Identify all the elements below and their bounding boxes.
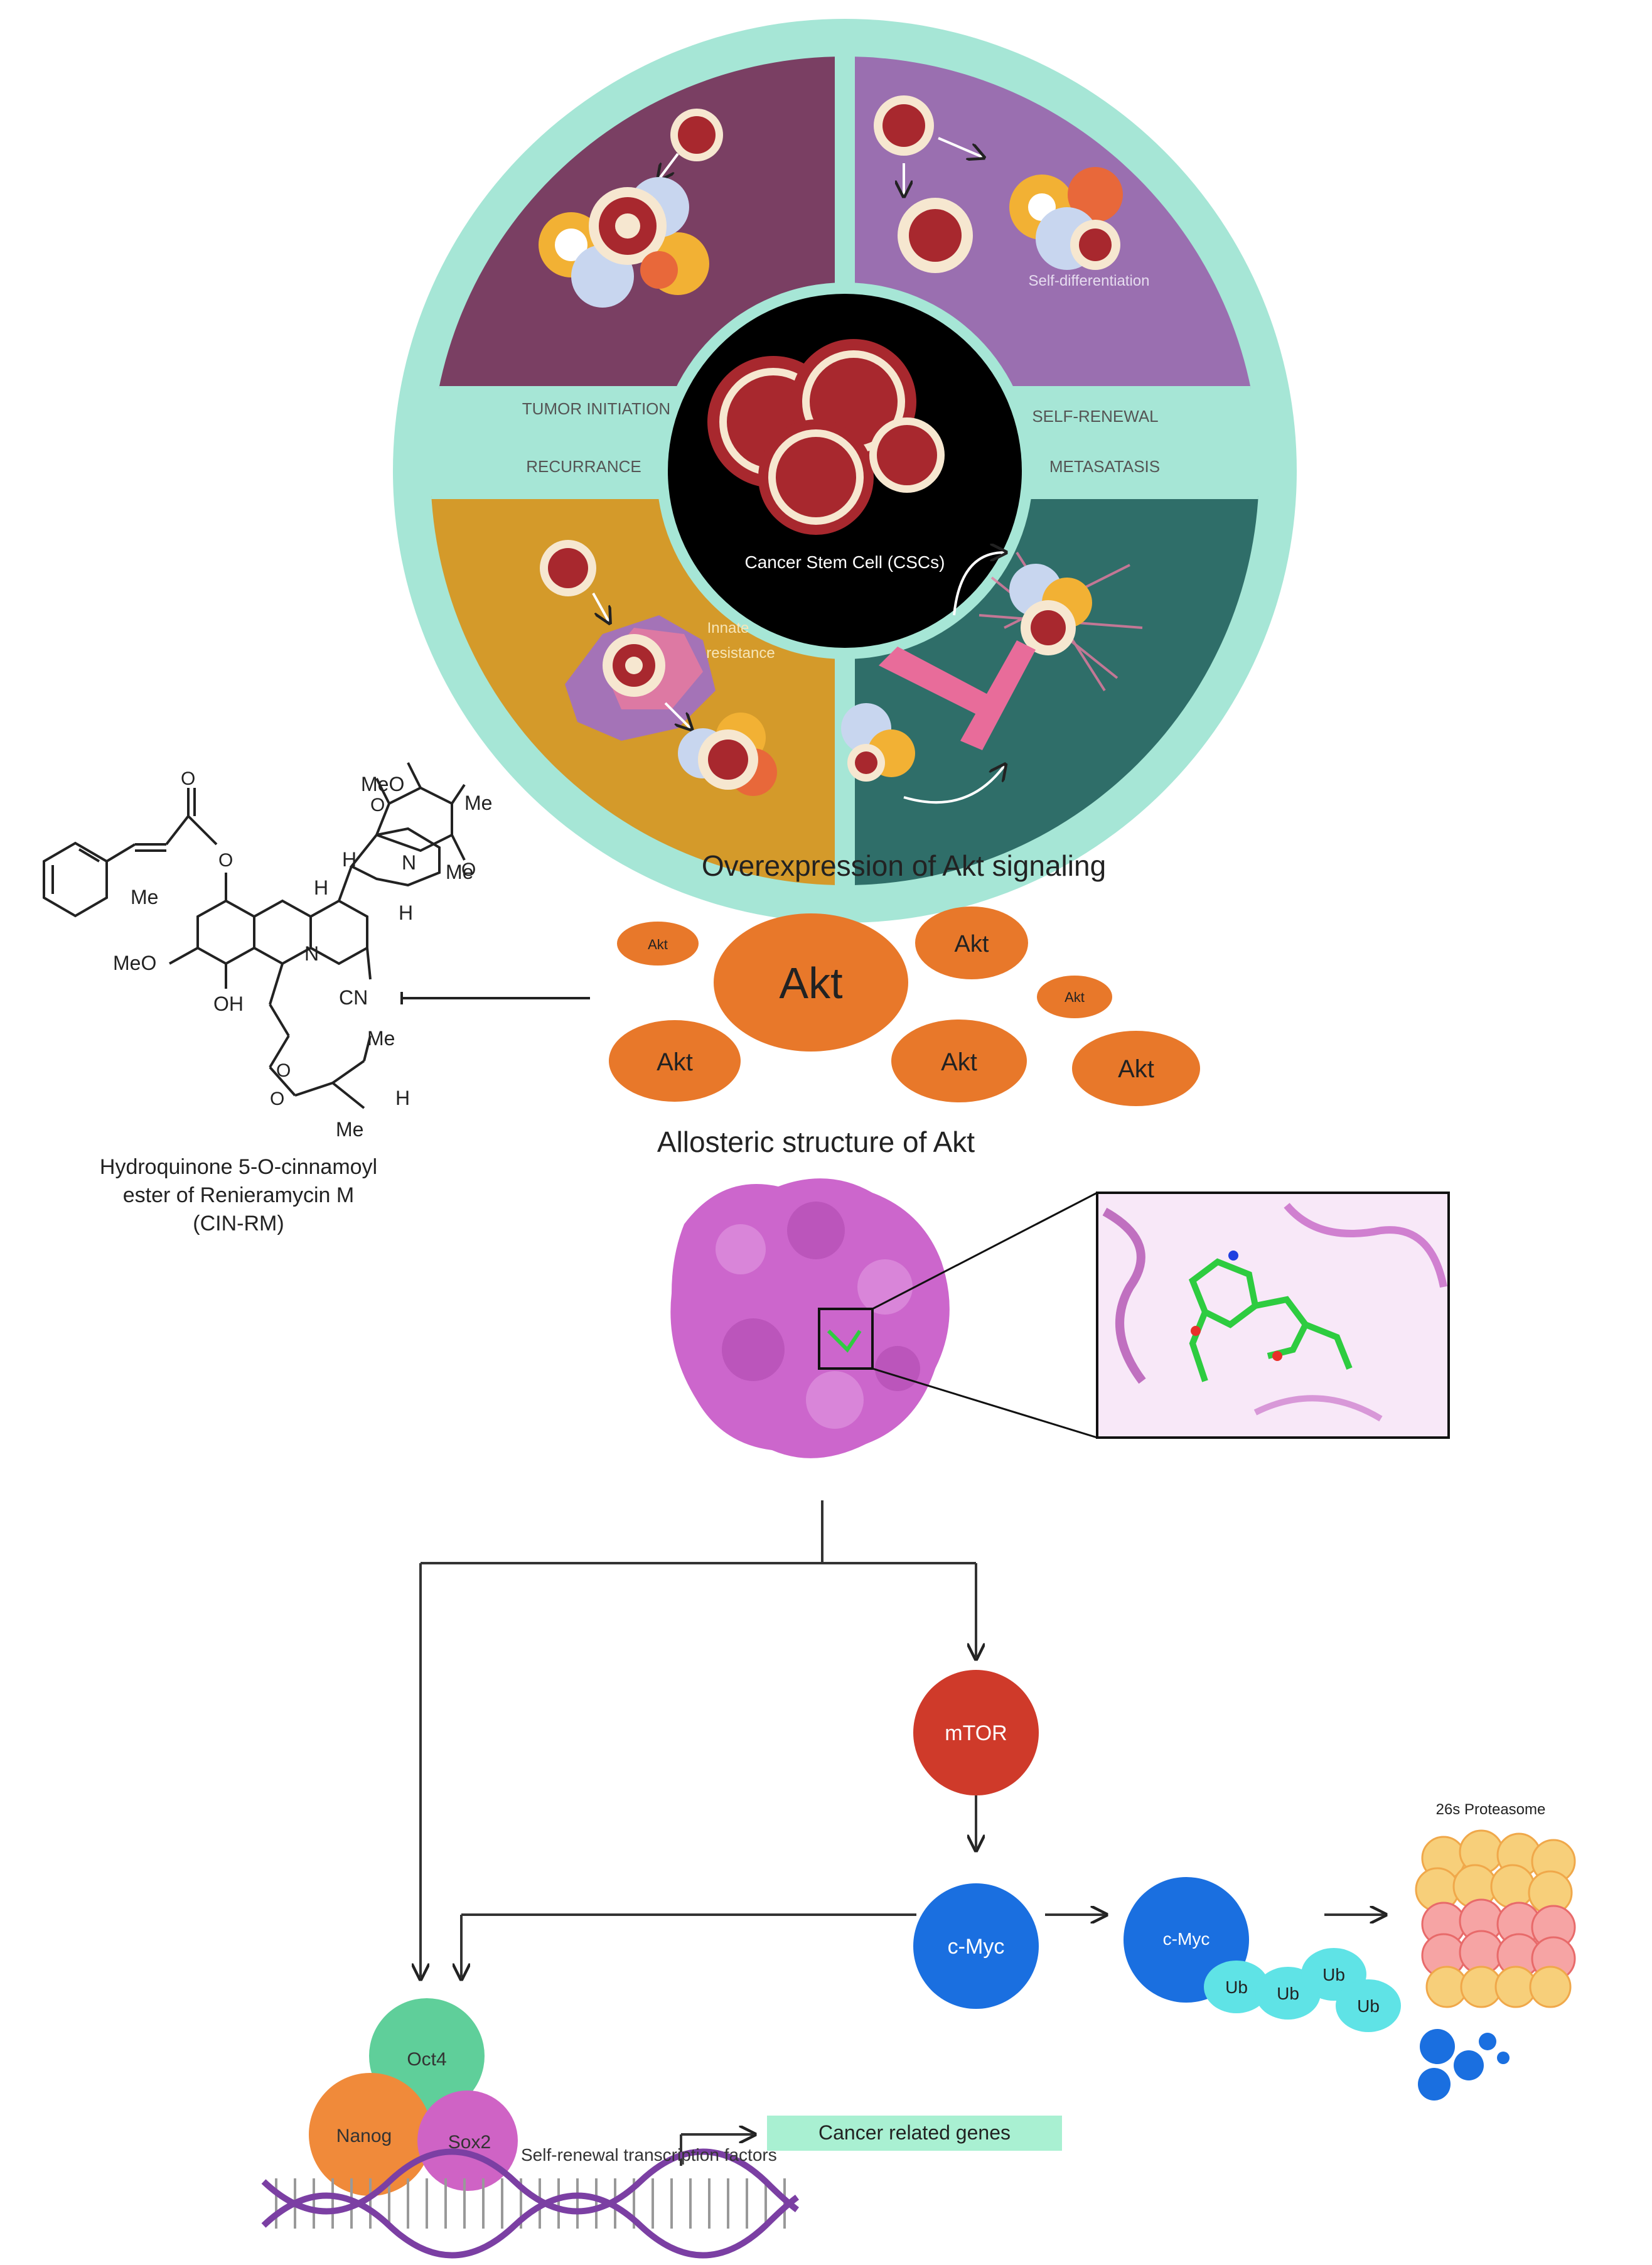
innate-label-1: Innate <box>707 620 749 637</box>
atom-label: O <box>181 768 195 789</box>
proteasome-label: 26s Proteasome <box>1436 1801 1546 1818</box>
akt-nodes: Akt Akt Akt Akt Akt Akt Akt <box>609 907 1200 1106</box>
akt-overexpression-title: Overexpression of Akt signaling <box>702 849 1106 882</box>
atom-label: N <box>402 851 416 874</box>
akt-node-label: Akt <box>941 1048 977 1076</box>
atom-label: N <box>304 942 319 965</box>
ub-label: Ub <box>1322 1965 1345 1984</box>
akt-node <box>891 1020 1027 1102</box>
akt-node-label: Akt <box>1118 1055 1154 1083</box>
ubiquitin-chain: Ub Ub Ub Ub <box>1204 1948 1401 2032</box>
ub-node <box>1204 1961 1269 2013</box>
proteasome-illustration <box>1415 1829 1576 2101</box>
akt-node <box>1072 1031 1200 1106</box>
atom-label: H <box>314 876 328 899</box>
allosteric-title: Allosteric structure of Akt <box>657 1126 975 1158</box>
akt-node-label: Akt <box>955 931 989 957</box>
nanog-node <box>309 2073 432 2196</box>
pathway-connectors <box>421 1500 1384 2166</box>
tumor-initiation-illustration <box>539 109 723 308</box>
metastasis-illustration <box>841 552 1143 804</box>
atom-label: H <box>399 901 413 924</box>
atom-label: MeO <box>361 773 404 795</box>
atom-label: OH <box>213 993 244 1015</box>
label-self-renewal: SELF-RENEWAL <box>1032 407 1158 426</box>
self-renewal-illustration <box>874 95 1123 273</box>
cmyc-label: c-Myc <box>948 1935 1005 1959</box>
compound-name-2: ester of Renieramycin M <box>123 1183 354 1207</box>
cancer-genes-label: Cancer related genes <box>818 2121 1011 2144</box>
atom-label: Me <box>464 792 492 814</box>
compound-atom-labels: MeO Me Me Me MeO OH CN N N H H H Me H Me… <box>113 768 492 1141</box>
atom-label: Me <box>446 861 473 883</box>
akt-node-label: Akt <box>648 937 668 952</box>
akt-node <box>617 922 699 966</box>
akt-node <box>1037 976 1112 1018</box>
ub-node <box>1336 1979 1401 2032</box>
label-metastasis: METASATASIS <box>1049 457 1160 476</box>
cin-rm-structure <box>43 762 590 1109</box>
atom-label: O <box>370 795 385 815</box>
atom-label: O <box>218 850 233 871</box>
atom-label: H <box>342 848 357 871</box>
ub-label: Ub <box>1225 1977 1248 1997</box>
self-renewal-tf-label: Self-renewal transcription factors <box>521 2145 777 2165</box>
cancer-genes-box <box>767 2116 1062 2151</box>
label-recurrance: RECURRANCE <box>526 457 641 476</box>
center-label: Cancer Stem Cell (CSCs) <box>745 552 945 572</box>
compound-name-1: Hydroquinone 5-O-cinnamoyl <box>100 1155 377 1179</box>
akt-node <box>714 913 908 1052</box>
csc-wheel: Cancer Stem Cell (CSCs) TUMOR INITIATION… <box>393 19 1297 923</box>
binding-site-box <box>818 1308 874 1370</box>
self-differentiation-label: Self-differentiation <box>1028 272 1149 289</box>
mtor-label: mTOR <box>945 1721 1007 1745</box>
atom-label: Me <box>131 886 158 908</box>
atom-label: Me <box>367 1027 395 1050</box>
akt-protein-surface <box>670 1178 950 1458</box>
ub-label: Ub <box>1277 1984 1299 2003</box>
cmyc-ub-label: c-Myc <box>1163 1929 1210 1949</box>
cmyc-node <box>913 1883 1039 2009</box>
atom-label: H <box>395 1087 410 1109</box>
dna-helix <box>261 2148 800 2259</box>
mtor-node <box>913 1670 1039 1795</box>
ub-label: Ub <box>1357 1996 1380 2016</box>
innate-label-2: resistance <box>706 645 775 662</box>
label-tumor-initiation: TUMOR INITIATION <box>522 399 670 418</box>
atom-label: O <box>276 1060 291 1081</box>
binding-site-zoom <box>1096 1192 1450 1439</box>
oct4-label: Oct4 <box>407 2049 446 2070</box>
atom-label: O <box>270 1089 284 1109</box>
nanog-label: Nanog <box>336 2126 392 2146</box>
akt-node <box>915 907 1028 979</box>
transcription-factor-complex: Oct4 Nanog Sox2 <box>309 1998 518 2196</box>
atom-label: MeO <box>113 952 156 974</box>
innate-resistance-illustration <box>540 540 777 796</box>
atom-label: O <box>461 859 476 880</box>
atom-label: Me <box>336 1118 363 1141</box>
atom-label: CN <box>339 986 368 1009</box>
akt-node <box>609 1020 741 1102</box>
akt-node-label: Akt <box>779 959 842 1008</box>
akt-node-label: Akt <box>657 1048 693 1076</box>
csc-cells <box>707 339 945 535</box>
akt-node-label: Akt <box>1065 989 1085 1005</box>
compound-name-3: (CIN-RM) <box>193 1212 284 1235</box>
